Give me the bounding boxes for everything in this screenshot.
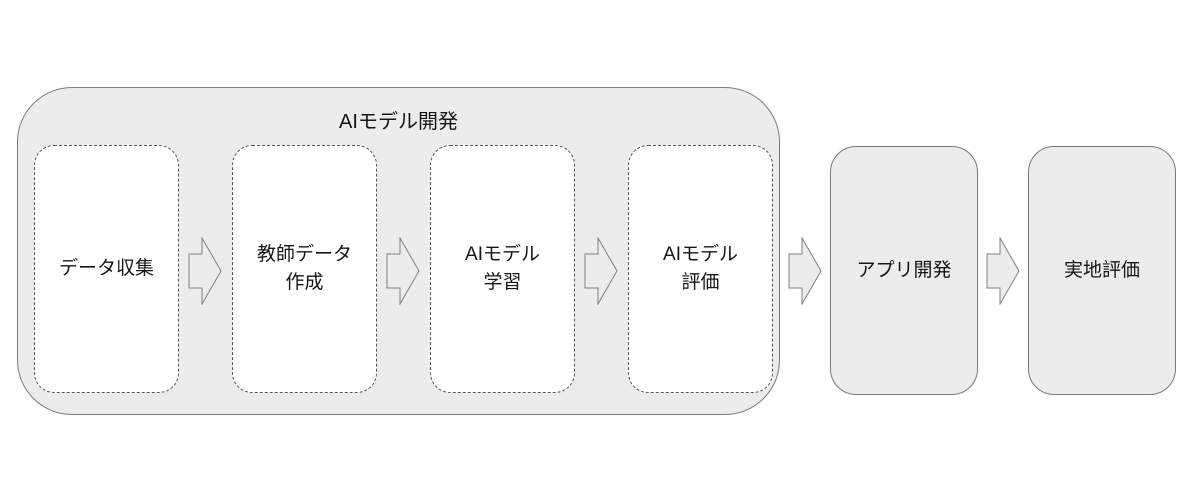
group-title-label: AIモデル開発 bbox=[339, 111, 458, 133]
step-label: AIモデル 学習 bbox=[465, 244, 540, 293]
step-label: 実地評価 bbox=[1063, 259, 1140, 281]
flow-arrow-icon bbox=[188, 237, 222, 305]
step-box-training-data-creation: 教師データ 作成 bbox=[232, 145, 377, 393]
step-label: AIモデル 評価 bbox=[663, 244, 738, 293]
flow-arrow-icon bbox=[584, 237, 618, 305]
step-box-field-evaluation: 実地評価 bbox=[1028, 146, 1176, 395]
flow-arrow-icon bbox=[386, 237, 420, 305]
step-box-ai-model-evaluation: AIモデル 評価 bbox=[628, 145, 773, 393]
step-label: アプリ開発 bbox=[856, 259, 952, 281]
group-ai-model-development: AIモデル開発 データ収集 教師データ 作成 AIモデル 学習 AIモデル 評価 bbox=[17, 87, 780, 415]
step-box-data-collection: データ収集 bbox=[34, 145, 179, 393]
flow-arrow-icon bbox=[986, 237, 1020, 305]
step-box-app-development: アプリ開発 bbox=[830, 146, 978, 395]
step-label: 教師データ 作成 bbox=[256, 244, 352, 293]
step-label: データ収集 bbox=[58, 258, 154, 280]
step-box-ai-model-training: AIモデル 学習 bbox=[430, 145, 575, 393]
flow-arrow-icon bbox=[788, 237, 822, 305]
